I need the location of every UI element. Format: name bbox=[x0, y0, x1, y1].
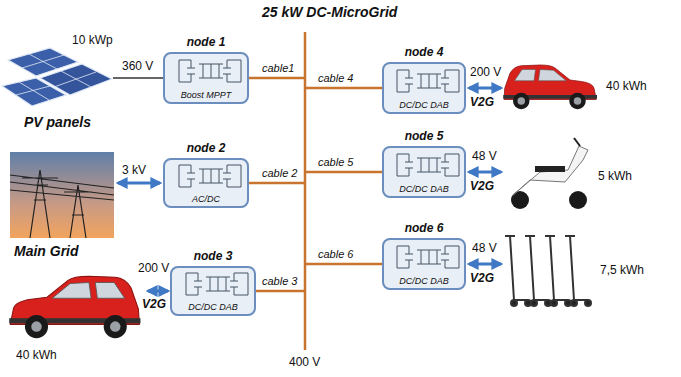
rating-label: 200 V bbox=[470, 66, 501, 80]
scooter-picture bbox=[511, 138, 588, 209]
node-heading: node 5 bbox=[364, 130, 484, 144]
rating-label: 40 kWh bbox=[606, 80, 647, 94]
pv-panels bbox=[2, 48, 112, 106]
rating-label: 400 V bbox=[289, 356, 320, 370]
v2g-arrow bbox=[469, 263, 501, 266]
rating-label: 3 kV bbox=[122, 164, 146, 178]
converter-type: DC/DC DAB bbox=[384, 276, 464, 286]
converter-box: node 6DC/DC DAB bbox=[382, 238, 466, 290]
dc-bus-wiring bbox=[249, 32, 382, 350]
rating-label: 40 kWh bbox=[16, 349, 57, 363]
converter-box: node 1Boost MPPT bbox=[163, 52, 249, 104]
diagram-title: 25 kW DC-MicroGrid bbox=[262, 4, 397, 20]
converter-box: node 3DC/DC DAB bbox=[170, 266, 256, 316]
main-grid-picture bbox=[10, 152, 114, 238]
cable-label: cable 3 bbox=[262, 275, 297, 288]
node-heading: node 3 bbox=[152, 250, 274, 264]
device-label: Main Grid bbox=[14, 243, 79, 259]
cable-label: cable 4 bbox=[318, 72, 353, 85]
device-label: PV panels bbox=[24, 114, 91, 130]
converter-type: Boost MPPT bbox=[165, 90, 247, 100]
rating-label: 48 V bbox=[472, 150, 497, 164]
rating-label: 10 kWp bbox=[72, 34, 113, 48]
cable-label: cable 6 bbox=[318, 248, 353, 261]
v2g-arrow bbox=[148, 290, 168, 293]
rating-label: 5 kWh bbox=[598, 170, 632, 184]
rating-label: 48 V bbox=[472, 242, 497, 256]
node-heading: node 4 bbox=[364, 46, 484, 60]
device-label: V2G bbox=[142, 298, 166, 312]
car-picture bbox=[503, 65, 597, 109]
node-heading: node 1 bbox=[145, 36, 267, 50]
car-picture bbox=[9, 276, 140, 338]
cable-label: cable1 bbox=[262, 62, 294, 75]
cable-label: cable 2 bbox=[262, 167, 297, 180]
converter-type: DC/DC DAB bbox=[172, 302, 254, 312]
converter-box: node 2AC/DC bbox=[163, 158, 249, 208]
converter-box: node 4DC/DC DAB bbox=[382, 62, 466, 114]
device-label: V2G bbox=[470, 272, 494, 286]
converter-type: AC/DC bbox=[165, 194, 247, 204]
pv-wire bbox=[113, 77, 163, 79]
device-label: V2G bbox=[470, 180, 494, 194]
node-heading: node 2 bbox=[145, 142, 267, 156]
power-flow-arrow bbox=[118, 182, 160, 185]
cable-label: cable 5 bbox=[318, 156, 353, 169]
device-label: V2G bbox=[470, 96, 494, 110]
kick-scooters-picture bbox=[505, 236, 591, 306]
converter-type: DC/DC DAB bbox=[384, 100, 464, 110]
v2g-arrow bbox=[469, 87, 501, 90]
converter-type: DC/DC DAB bbox=[384, 184, 464, 194]
converter-symbols bbox=[163, 52, 466, 316]
node-heading: node 6 bbox=[364, 222, 484, 236]
converter-box: node 5DC/DC DAB bbox=[382, 146, 466, 198]
rating-label: 360 V bbox=[122, 60, 153, 74]
rating-label: 7,5 kWh bbox=[600, 264, 644, 278]
v2g-arrow bbox=[469, 171, 501, 174]
rating-label: 200 V bbox=[138, 262, 169, 276]
